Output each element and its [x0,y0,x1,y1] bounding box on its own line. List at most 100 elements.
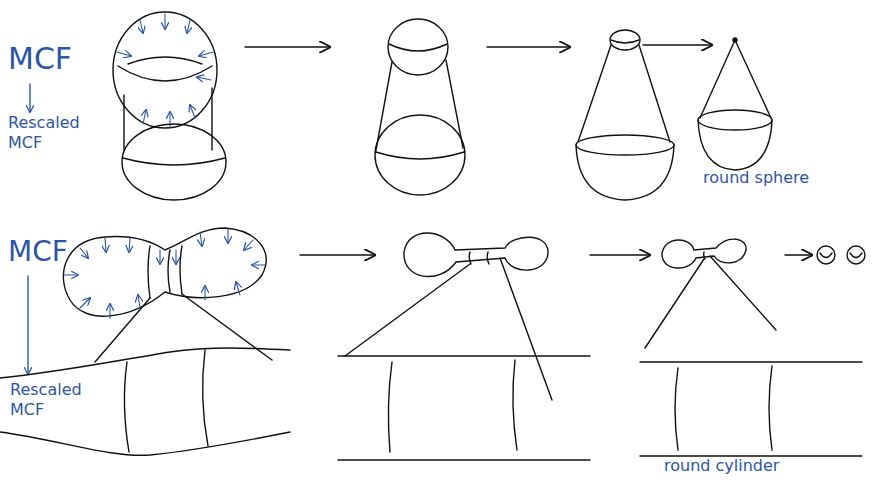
pinched-spheres [817,246,835,264]
inward-velocity-arrows [187,20,190,33]
rescale-guide-line [735,40,771,118]
rescaled-sphere [698,120,772,170]
time-arrow [300,254,375,255]
dumbbell-surface [168,250,170,292]
rescaled-sphere [698,110,772,170]
time-arrow [643,44,712,45]
flow-label: Rescaled MCF [8,113,88,153]
flow-illustration [0,12,865,460]
inward-velocity-arrows [105,238,106,252]
inward-velocity-arrows [175,250,176,264]
rescale-guide-line [578,45,670,142]
inward-velocity-arrows [252,264,266,265]
rescaled-neck [203,350,208,446]
rescale-guide-line [645,256,776,348]
rescale-guide-line [123,95,124,150]
pinched-spheres [847,246,865,264]
rescale-guide-line [95,294,272,362]
sphere-surface [113,12,217,128]
inward-velocity-arrows [80,298,90,308]
rescaled-neck [338,355,590,356]
flow-label: MCF [8,234,98,269]
rescaled-neck [675,368,678,450]
rescaled-neck [513,360,517,450]
time-arrow [785,254,812,255]
rescale-guide-line [578,45,611,142]
rescaled-neck [0,348,290,455]
inward-velocity-arrows [164,14,165,29]
pinched-spheres [820,253,832,258]
dumbbell-surface [180,246,182,294]
rescaled-sphere [375,115,465,195]
rescaled-neck [769,366,772,450]
inward-velocity-arrows [117,14,213,127]
rescaled-neck [338,459,590,460]
limit-label: round cylinder [664,456,824,476]
rescaled-neck [640,362,862,456]
pinched-spheres [817,246,865,264]
rescaled-neck [0,348,290,378]
rescaled-sphere [576,145,674,200]
inward-velocity-arrows [129,238,130,252]
dumbbell-surface [63,228,266,316]
inward-velocity-arrows [199,52,213,56]
inward-velocity-arrows [227,229,228,243]
rescale-guide-line [345,264,470,356]
inward-velocity-arrows [197,77,211,80]
dumbbell-surface [487,252,489,264]
time-arrow [590,254,650,255]
rescaled-sphere [123,158,225,165]
sphere-surface [389,44,447,51]
sphere-surface [113,12,217,128]
dumbbell-surface [63,228,266,316]
rescale-guide-line [446,60,463,148]
time-arrow [487,46,570,47]
time-arrow [245,46,330,47]
sphere-surface [128,57,202,64]
inward-velocity-arrows [117,52,131,56]
sphere-surface [610,30,640,50]
sphere-surface [388,19,448,75]
rescaled-sphere [698,110,772,130]
dumbbell-surface [662,239,746,268]
rescale-guide-line [376,62,392,150]
dumbbell-surface [404,233,548,277]
rescale-arrow [29,84,30,112]
inward-velocity-arrows [236,282,240,295]
inward-velocity-arrows [140,20,143,33]
inward-velocity-arrows [204,286,205,300]
rescaled-sphere [576,135,674,200]
pinched-spheres [850,253,862,258]
limit-label: round sphere [703,168,843,188]
dumbbell-surface [404,233,548,277]
rescaled-neck [388,362,392,452]
rescaled-neck [0,432,290,455]
rescaled-sphere [122,124,226,200]
inward-velocity-arrows [159,250,160,264]
rescale-guide-line [700,40,771,118]
dumbbell-surface [148,246,150,298]
flow-label: Rescaled MCF [10,380,90,420]
rescale-guide-line [124,88,212,150]
rescale-guide-line [211,88,212,150]
rescale-guide-line [376,60,463,150]
inward-velocity-arrows [244,240,253,250]
inward-velocity-arrows [200,232,202,246]
sphere-surface [388,19,448,75]
rescale-guide-line [639,45,670,142]
rescale-guide-line [95,298,150,362]
rescale-guide-line [345,258,552,400]
sphere-surface [118,66,212,81]
inward-velocity-arrows [80,248,88,258]
rescaled-sphere [375,115,465,195]
rescale-guide-line [710,256,776,330]
inward-velocity-arrows [138,295,140,308]
inward-velocity-arrows [64,274,78,275]
inward-velocity-arrows [109,304,110,318]
rescale-arrow [27,276,28,374]
rescale-guide-line [500,258,552,400]
rescaled-sphere [376,152,464,159]
rescaled-neck [640,361,862,362]
